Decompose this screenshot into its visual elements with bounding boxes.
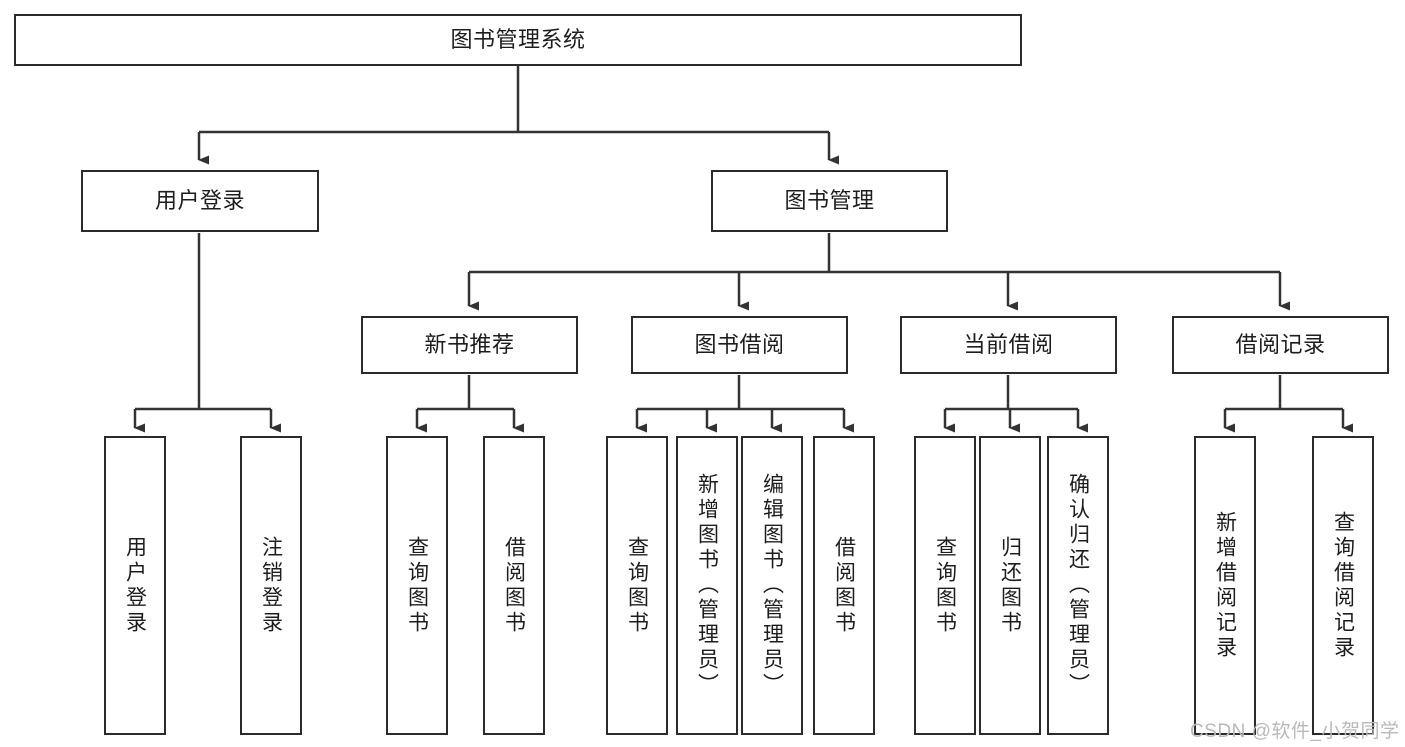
node-label: 用户登录 (123, 535, 147, 636)
node-label: 借阅图书 (832, 535, 856, 636)
node-label: 新增图书（管理员） (695, 473, 719, 698)
borrowbook-to-leaves-connectors (635, 375, 854, 433)
node-label: 用户登录 (154, 188, 245, 214)
node-label: 确认归还（管理员） (1066, 473, 1090, 698)
node-book-borrowing[interactable]: 图书借阅 (631, 316, 848, 374)
node-current-borrowing[interactable]: 当前借阅 (900, 316, 1117, 374)
leaf-user-login[interactable]: 用户登录 (104, 436, 166, 735)
node-label: 借阅图书 (502, 535, 526, 636)
leaf-query-book-borrowing[interactable]: 查询图书 (606, 436, 668, 735)
leaf-return-book[interactable]: 归还图书 (979, 436, 1041, 735)
leaf-borrow-book-newbook[interactable]: 借阅图书 (483, 436, 545, 735)
node-label: 归还图书 (998, 535, 1022, 636)
node-borrow-record[interactable]: 借阅记录 (1172, 316, 1389, 374)
node-label: 新书推荐 (424, 332, 515, 358)
node-label: 查询图书 (625, 535, 649, 636)
node-user-login[interactable]: 用户登录 (81, 170, 319, 232)
leaf-query-borrow-record[interactable]: 查询借阅记录 (1312, 436, 1374, 735)
leaf-query-book-current[interactable]: 查询图书 (914, 436, 976, 735)
leaf-add-book-admin[interactable]: 新增图书（管理员） (676, 436, 738, 735)
userlogin-to-leaves-connectors (133, 233, 281, 433)
node-book-management[interactable]: 图书管理 (711, 170, 948, 232)
node-label: 注销登录 (259, 535, 283, 636)
node-label: 图书借阅 (694, 332, 785, 358)
leaf-edit-book-admin[interactable]: 编辑图书（管理员） (741, 436, 803, 735)
node-new-book-recommendation[interactable]: 新书推荐 (361, 316, 578, 374)
leaf-logout[interactable]: 注销登录 (240, 436, 302, 735)
node-label: 新增借阅记录 (1213, 510, 1237, 661)
node-label: 当前借阅 (963, 332, 1054, 358)
node-label: 查询图书 (933, 535, 957, 636)
node-label: 图书管理 (784, 188, 875, 214)
leaf-query-book-newbook[interactable]: 查询图书 (386, 436, 448, 735)
node-label: 编辑图书（管理员） (760, 473, 784, 698)
currentborrow-to-leaves-connectors (943, 375, 1088, 433)
node-label: 查询图书 (405, 535, 429, 636)
leaf-borrow-book-borrowing[interactable]: 借阅图书 (813, 436, 875, 735)
node-label: 查询借阅记录 (1331, 510, 1355, 661)
leaf-confirm-return-admin[interactable]: 确认归还（管理员） (1047, 436, 1109, 735)
newbook-to-leaves-connectors (415, 375, 524, 433)
borrowrecord-to-leaves-connectors (1223, 375, 1353, 433)
node-root-library-system[interactable]: 图书管理系统 (14, 14, 1022, 66)
node-label: 借阅记录 (1235, 332, 1326, 358)
booksmgmt-to-level3-connectors (467, 233, 1290, 311)
root-to-level2-connectors (197, 66, 839, 165)
node-label: 图书管理系统 (450, 27, 586, 53)
leaf-add-borrow-record[interactable]: 新增借阅记录 (1194, 436, 1256, 735)
